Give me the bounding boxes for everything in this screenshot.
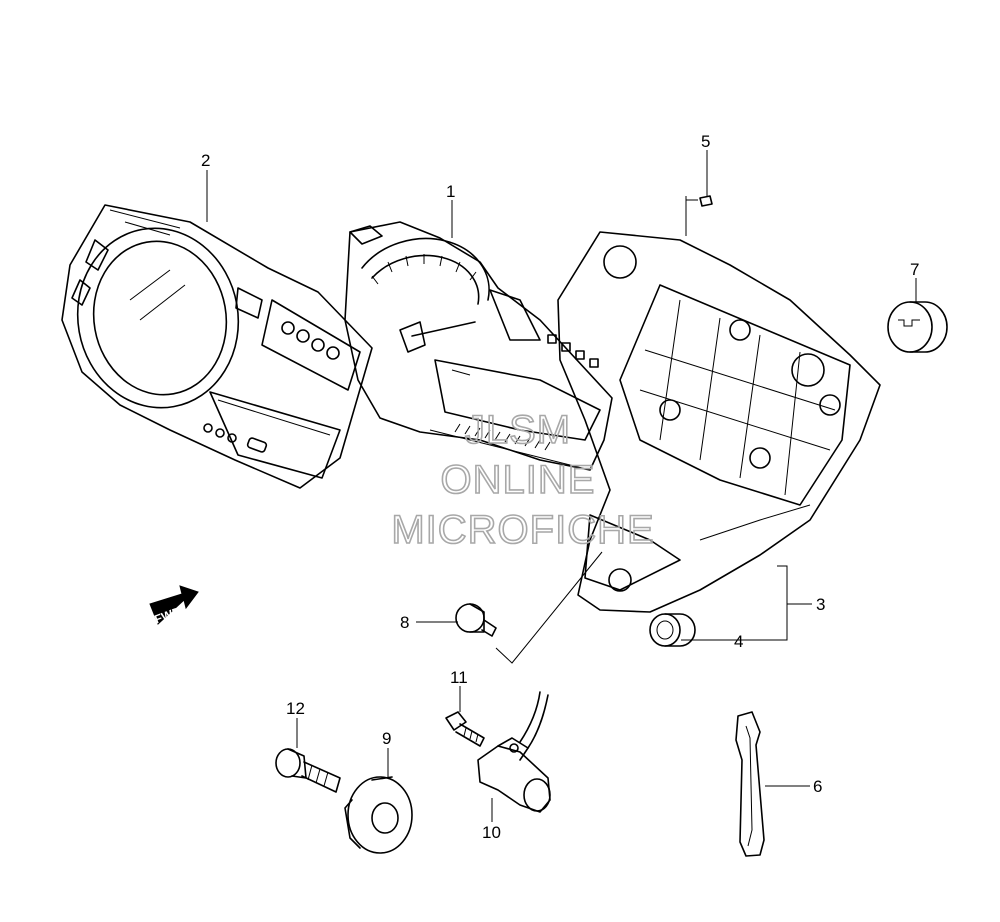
callout-8: 8 [400,613,409,632]
callout-6: 6 [813,777,822,796]
callout-10: 10 [482,823,501,842]
callout-1: 1 [446,182,455,201]
callout-11: 11 [450,668,468,687]
screw-drawing [686,195,713,207]
watermark-line-1: JLSM [465,408,571,452]
bolt-11-drawing [445,711,485,747]
fwd-arrow: FWD [149,585,199,627]
watermark-line-3: MICROFICHE [391,508,654,552]
callout-12: 12 [286,699,305,718]
meter-cover-drawing [61,204,373,489]
meter-case-lower-drawing [557,231,881,613]
leader-lines [206,150,917,822]
callout-5: 5 [701,132,710,151]
callout-4: 4 [734,632,743,651]
band-drawing [735,711,765,857]
callouts: 1 2 3 4 5 6 7 8 9 10 11 12 [201,132,919,842]
bolt-8-drawing [455,603,497,637]
cushion-7-drawing [887,301,948,353]
cushion-4-drawing [649,613,696,647]
callout-7: 7 [910,260,919,279]
callout-3: 3 [816,595,825,614]
callout-2: 2 [201,151,210,170]
watermark-line-2: ONLINE [441,458,596,502]
speed-sensor-drawing [477,691,551,813]
bolt-12-drawing [275,748,341,793]
watermark: JLSM ONLINE MICROFICHE [391,407,655,553]
cushion-9-drawing [344,776,413,854]
callout-9: 9 [382,729,391,748]
